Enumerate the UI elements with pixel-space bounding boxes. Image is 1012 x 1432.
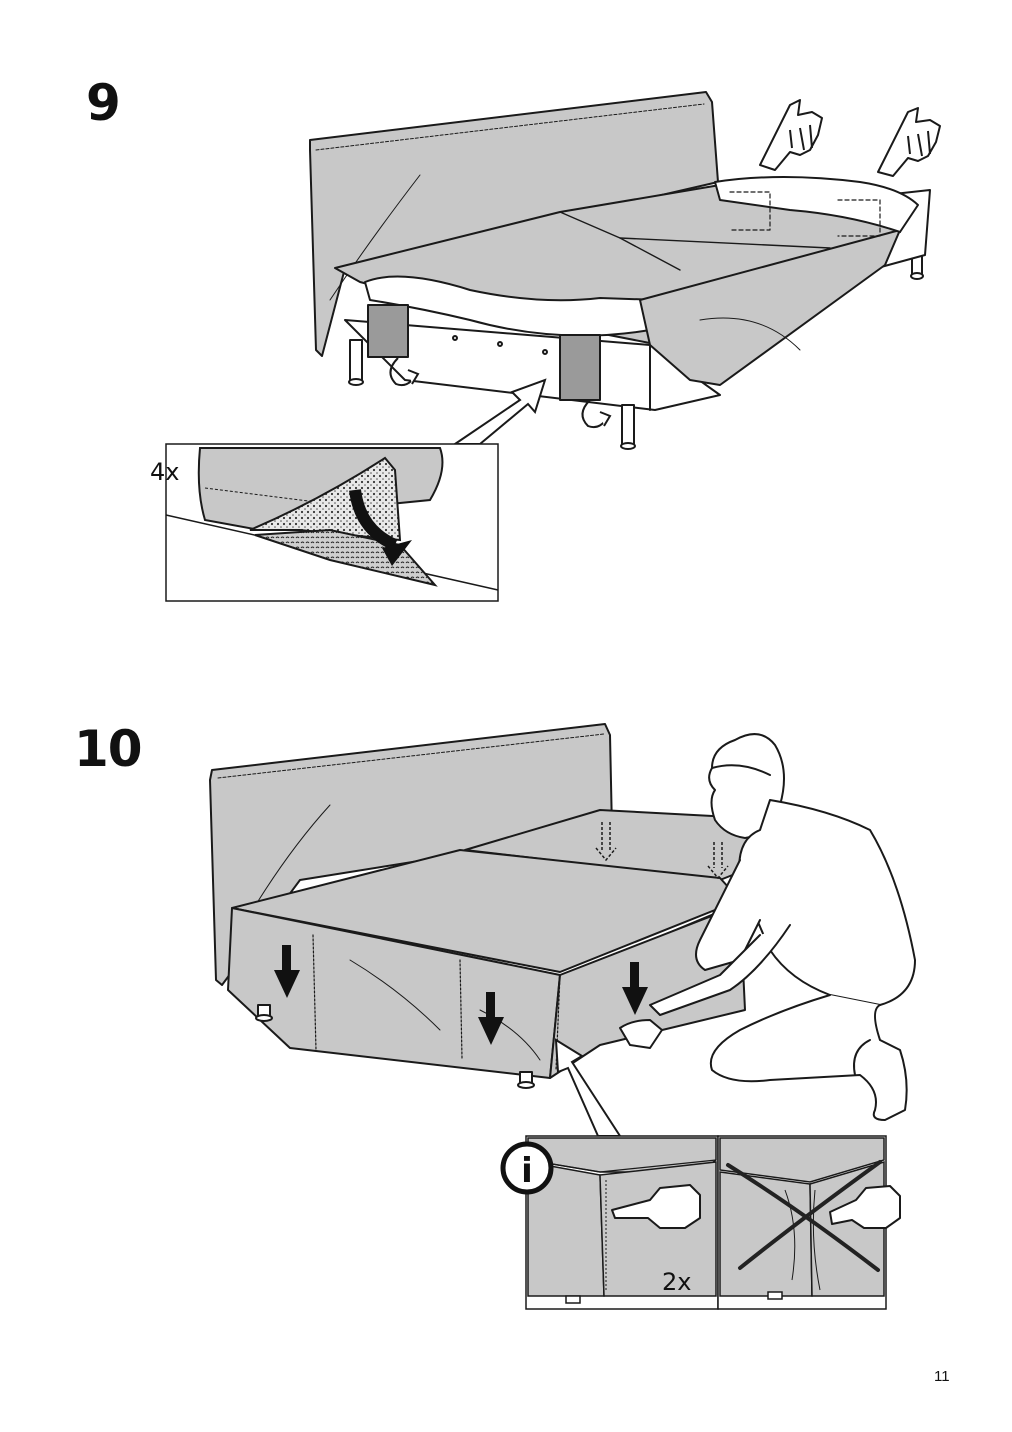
kneeling-person bbox=[619, 733, 916, 1121]
pointing-hand-icon bbox=[759, 99, 823, 171]
down-arrow-icon bbox=[274, 945, 648, 1045]
callout-pointer bbox=[451, 378, 547, 445]
svg-text:i: i bbox=[521, 1151, 533, 1191]
rotate-arrow-icon bbox=[389, 357, 612, 429]
page-number: 11 bbox=[934, 1368, 950, 1385]
detail-quantity-2x: 2x bbox=[662, 1268, 691, 1296]
step-10-detail-incorrect bbox=[717, 1135, 901, 1310]
pointing-hand-icon bbox=[611, 1184, 701, 1229]
step-9-sofa bbox=[309, 91, 931, 450]
info-icon: i bbox=[500, 1141, 554, 1195]
pointing-hand-icon bbox=[829, 1185, 901, 1229]
step-9-number: 9 bbox=[86, 74, 121, 132]
step-10-number: 10 bbox=[74, 720, 143, 778]
detail-quantity-4x: 4x bbox=[150, 458, 179, 486]
step-10-detail-correct: 2x bbox=[525, 1135, 719, 1310]
step-10-sofa bbox=[209, 723, 751, 1089]
step-9-detail-box: 4x bbox=[150, 443, 499, 602]
callout-pointer bbox=[554, 1038, 622, 1137]
cross-mark-icon bbox=[726, 1160, 882, 1272]
pointing-hand-icon bbox=[877, 107, 941, 177]
